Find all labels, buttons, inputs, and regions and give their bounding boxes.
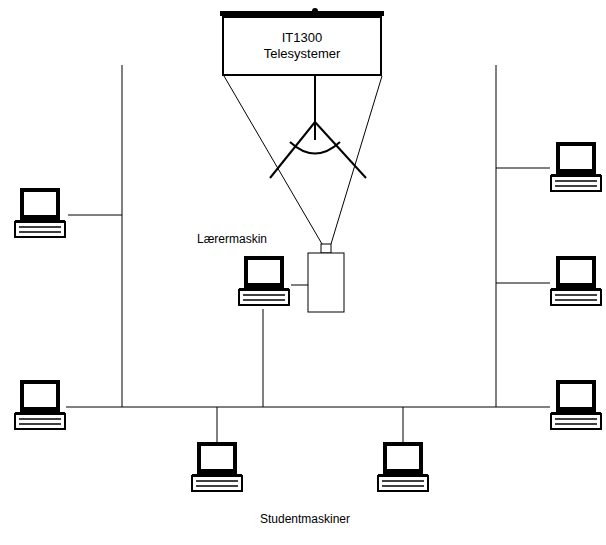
projection-screen: IT1300 Telesystemer bbox=[222, 16, 382, 76]
screen-title: IT1300 Telesystemer bbox=[252, 30, 352, 63]
teacher-label: Lærermaskin bbox=[195, 232, 269, 246]
students-label: Studentmaskiner bbox=[258, 512, 352, 526]
